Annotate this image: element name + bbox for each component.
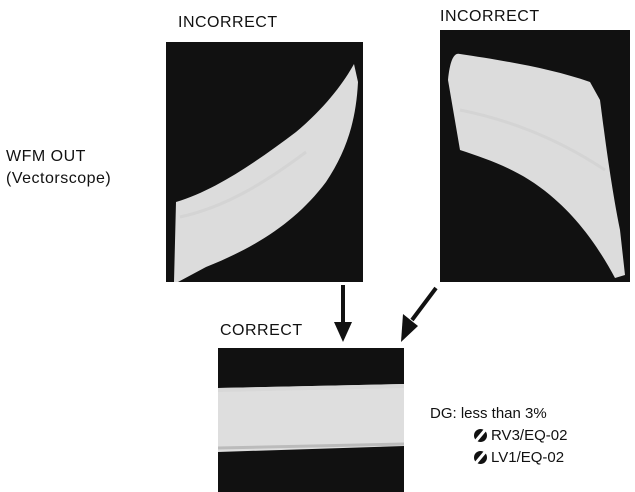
correct-label: CORRECT (220, 322, 303, 339)
arrow-down-icon (334, 285, 352, 342)
scope-incorrect-left (166, 42, 363, 282)
dg-item-2-text: LV1/EQ-02 (491, 448, 565, 466)
scope-incorrect-right (440, 30, 630, 282)
scope-correct (218, 348, 404, 492)
vectorscope-label: (Vectorscope) (6, 170, 112, 187)
trace-decaying (448, 53, 625, 279)
incorrect-label-left: INCORRECT (178, 14, 278, 31)
dg-line: DG: less than 3% (430, 404, 547, 422)
dg-item-1-text: RV3/EQ-02 (491, 426, 568, 444)
incorrect-label-right: INCORRECT (440, 8, 540, 25)
slashed-circle-icon (474, 428, 487, 442)
slashed-circle-icon (474, 450, 487, 464)
dg-item-1: RV3/EQ-02 (430, 424, 567, 446)
trace-flat (218, 384, 404, 452)
arrow-diagonal-icon (401, 286, 438, 342)
dg-item-2: LV1/EQ-02 (430, 446, 567, 468)
dg-note: DG: less than 3% RV3/EQ-02 LV1/EQ-02 (430, 402, 567, 468)
wfm-out-label: WFM OUT (6, 148, 86, 165)
trace-rising (174, 64, 358, 282)
